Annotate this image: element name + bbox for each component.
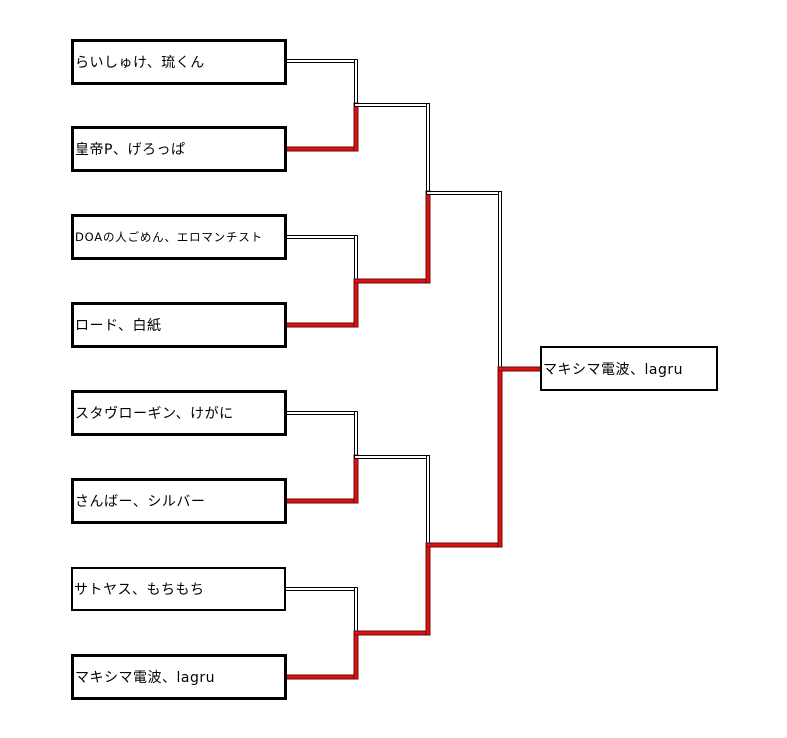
entrant-box-1: らいしゅけ、琉くん (71, 39, 287, 85)
entrant-name: スタヴローギン、けがに (75, 406, 234, 422)
champion-box: マキシマ電波、lagru (540, 346, 718, 391)
entrant-box-4: ロード、白紙 (71, 302, 287, 348)
entrant-box-6: さんばー、シルバー (71, 478, 287, 524)
entrant-name: 皇帝P、げろっぱ (75, 142, 186, 158)
champion-name: マキシマ電波、lagru (543, 361, 683, 378)
entrant-name: らいしゅけ、琉くん (75, 55, 205, 71)
entrant-box-5: スタヴローギン、けがに (71, 390, 287, 436)
entrant-name: さんばー、シルバー (75, 494, 206, 510)
entrant-box-2: 皇帝P、げろっぱ (71, 126, 287, 172)
entrant-box-7: サトヤス、もちもち (71, 567, 286, 611)
entrant-box-3: DOAの人ごめん、エロマンチスト (71, 214, 287, 260)
entrant-name: サトヤス、もちもち (74, 582, 205, 598)
entrant-box-8: マキシマ電波、lagru (71, 654, 287, 700)
entrant-name: マキシマ電波、lagru (75, 670, 215, 686)
entrant-name: DOAの人ごめん、エロマンチスト (75, 230, 263, 244)
entrant-name: ロード、白紙 (75, 318, 162, 334)
